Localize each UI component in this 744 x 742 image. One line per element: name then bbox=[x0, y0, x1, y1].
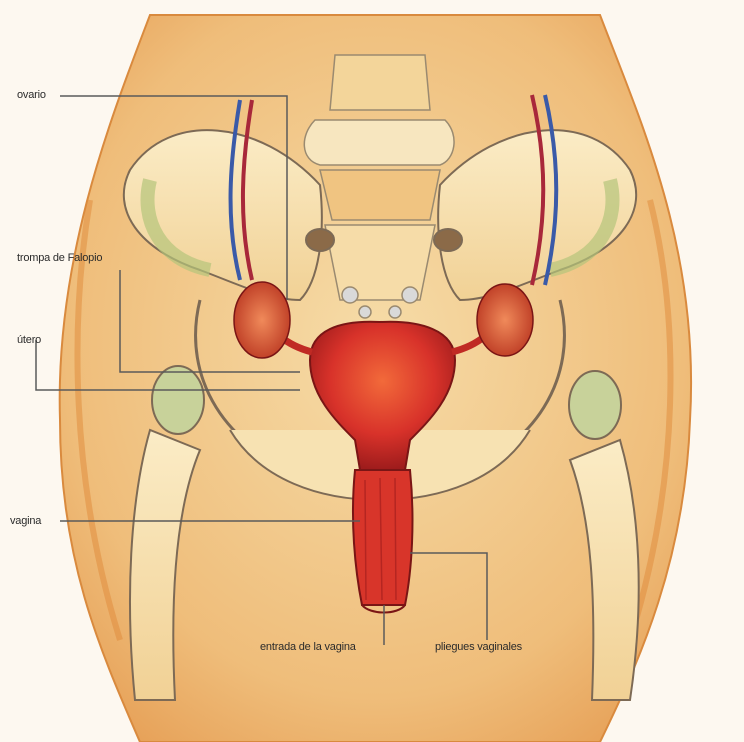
ovary-right bbox=[477, 284, 533, 356]
label-vaginal-entrance: entrada de la vagina bbox=[260, 641, 356, 653]
label-uterus: útero bbox=[17, 334, 41, 346]
label-fallopian-tube: trompa de Falopio bbox=[17, 252, 102, 264]
label-vaginal-folds: pliegues vaginales bbox=[435, 641, 522, 653]
vagina bbox=[353, 470, 413, 605]
ovary-left bbox=[234, 282, 290, 358]
label-vagina: vagina bbox=[10, 515, 41, 527]
label-ovary: ovario bbox=[17, 89, 46, 101]
